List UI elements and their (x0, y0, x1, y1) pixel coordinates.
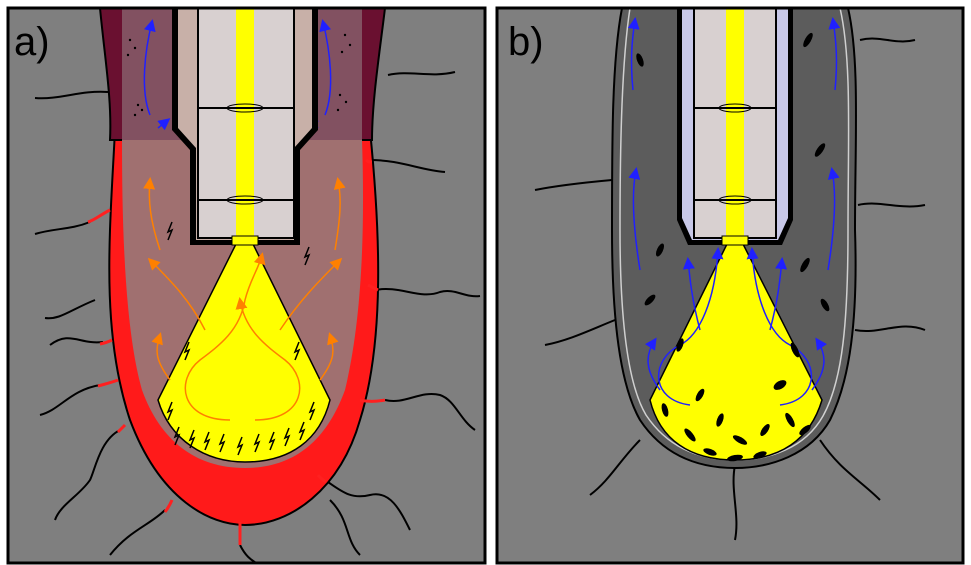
panel-b: b) (497, 8, 963, 563)
panel-a-probe (172, 8, 318, 245)
panel-b-probe (677, 8, 793, 245)
panel-a-label: a) (14, 20, 50, 64)
panel-b-label: b) (508, 20, 544, 64)
panel-a: a) (8, 8, 485, 565)
